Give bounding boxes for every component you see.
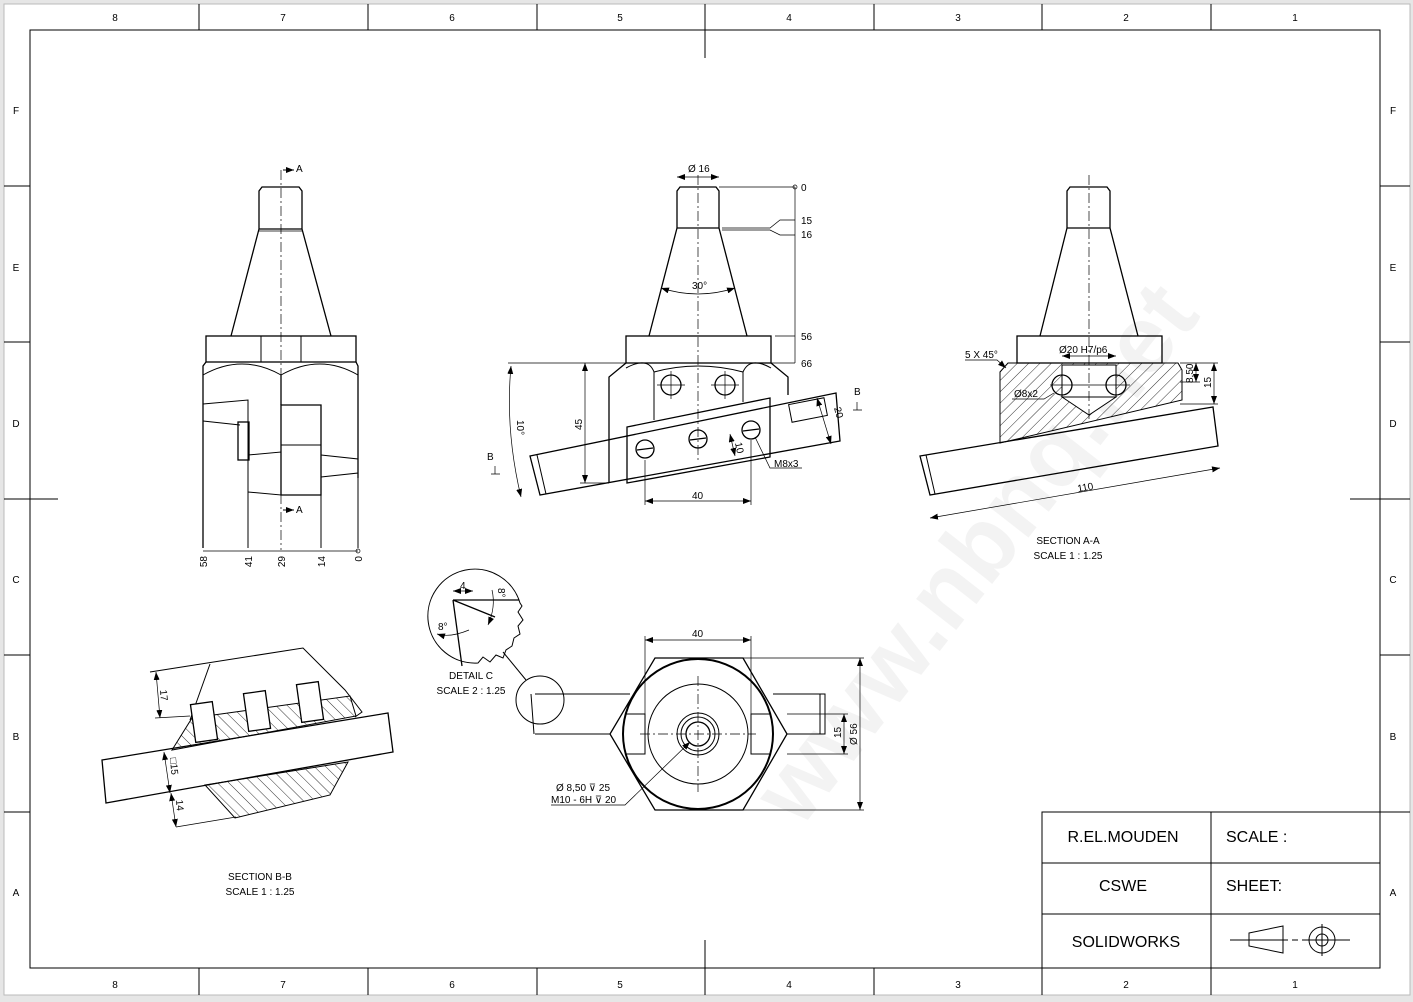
dim-height-45: 45 bbox=[574, 418, 585, 430]
dim-taper-angle: 30° bbox=[692, 281, 707, 292]
dim-17: 17 bbox=[157, 689, 169, 701]
dim-ord-56: 56 bbox=[801, 332, 813, 343]
dim-14: 14 bbox=[173, 799, 185, 811]
chamfer-callout: 5 X 45° bbox=[965, 350, 998, 361]
front-view: A A 58 41 29 14 0 bbox=[199, 164, 365, 567]
dim-plate-20: 20 bbox=[831, 406, 845, 420]
scale-label: SCALE : bbox=[1226, 829, 1287, 846]
dim-square-15: □15 bbox=[167, 757, 179, 775]
row-label: E bbox=[13, 263, 20, 274]
dim-ord-0: 0 bbox=[801, 183, 807, 194]
sheet-outer-frame bbox=[3, 3, 1411, 996]
row-label: F bbox=[1390, 106, 1396, 117]
hole-callout-1: Ø 8,50 ⊽ 25 bbox=[556, 783, 610, 794]
dim-15: 15 bbox=[1203, 376, 1214, 388]
company-name: CSWE bbox=[1099, 878, 1147, 895]
col-label: 2 bbox=[1123, 980, 1129, 991]
detail-c: 4 8° 8° DETAIL C SCALE 2 : 1.25 bbox=[427, 568, 565, 725]
section-a-a-title: SECTION A-A bbox=[1036, 536, 1100, 547]
row-label: A bbox=[1390, 888, 1397, 899]
software-name: SOLIDWORKS bbox=[1072, 934, 1180, 951]
dim-diameter-56: Ø 56 bbox=[849, 723, 860, 745]
section-mark-b-right: B bbox=[854, 387, 861, 398]
detail-c-title: DETAIL C bbox=[449, 671, 493, 682]
dim-ord-16: 16 bbox=[801, 230, 813, 241]
col-label: 8 bbox=[112, 13, 118, 24]
col-label: 1 bbox=[1292, 980, 1298, 991]
row-label: F bbox=[13, 106, 19, 117]
dim-58: 58 bbox=[199, 556, 210, 568]
col-label: 7 bbox=[280, 980, 286, 991]
col-label: 2 bbox=[1123, 13, 1129, 24]
dim-top-40: 40 bbox=[692, 629, 704, 640]
col-label: 4 bbox=[786, 980, 792, 991]
dim-41: 41 bbox=[244, 556, 255, 568]
zone-dividers bbox=[4, 4, 1410, 995]
row-label: D bbox=[1389, 419, 1396, 430]
zone-labels: 8 7 6 5 4 3 2 1 8 7 6 5 4 3 2 1 F E D C … bbox=[12, 13, 1396, 991]
col-label: 3 bbox=[955, 980, 961, 991]
col-label: 6 bbox=[449, 13, 455, 24]
row-label: C bbox=[1389, 575, 1396, 586]
section-a-a-scale: SCALE 1 : 1.25 bbox=[1034, 551, 1103, 562]
row-label: B bbox=[13, 732, 20, 743]
row-label: D bbox=[12, 419, 19, 430]
col-label: 3 bbox=[955, 13, 961, 24]
dim-29: 29 bbox=[277, 556, 288, 568]
section-a-a: 110 5 X 45° Ø20 H7/p6 Ø8x2 8,50 15 SECTI… bbox=[919, 175, 1221, 562]
row-label: E bbox=[1390, 263, 1397, 274]
section-mark-a-bottom: A bbox=[296, 505, 303, 516]
col-label: 4 bbox=[786, 13, 792, 24]
section-mark-a-top: A bbox=[296, 164, 303, 175]
section-b-b-title: SECTION B-B bbox=[228, 872, 292, 883]
top-view: 40 15 Ø 56 Ø 8,50 ⊽ 25 M10 - 6H ⊽ 20 bbox=[530, 629, 864, 811]
title-block: R.EL.MOUDEN CSWE SOLIDWORKS SCALE : SHEE… bbox=[1041, 811, 1381, 969]
dim-slot-15: 15 bbox=[833, 726, 844, 738]
col-label: 1 bbox=[1292, 13, 1298, 24]
dim-hole-10: 10 bbox=[732, 441, 745, 455]
detail-angle-8-left: 8° bbox=[438, 622, 448, 633]
dim-length-110: 110 bbox=[1077, 481, 1095, 495]
dim-14: 14 bbox=[317, 556, 328, 568]
first-angle-projection-icon bbox=[1230, 924, 1350, 956]
col-label: 7 bbox=[280, 13, 286, 24]
col-label: 6 bbox=[449, 980, 455, 991]
dim-ord-66: 66 bbox=[801, 359, 813, 370]
row-label: B bbox=[1390, 732, 1397, 743]
detail-angle-8-right: 8° bbox=[495, 588, 506, 598]
col-label: 5 bbox=[617, 980, 623, 991]
dim-0: 0 bbox=[354, 556, 365, 562]
bore-callout: Ø20 H7/p6 bbox=[1059, 345, 1108, 356]
row-label: A bbox=[13, 888, 20, 899]
detail-c-scale: SCALE 2 : 1.25 bbox=[437, 686, 506, 697]
thread-callout: M8x3 bbox=[774, 459, 799, 470]
col-label: 8 bbox=[112, 980, 118, 991]
section-b-b: 17 □15 14 SECTION B-B SCALE 1 : 1.25 bbox=[101, 647, 394, 898]
section-b-b-scale: SCALE 1 : 1.25 bbox=[226, 887, 295, 898]
dim-8-50: 8,50 bbox=[1185, 363, 1196, 383]
dim-ord-15: 15 bbox=[801, 216, 813, 227]
detail-dim-4: 4 bbox=[460, 581, 466, 592]
col-label: 5 bbox=[617, 13, 623, 24]
side-view: Ø 16 0 15 16 56 66 30° 10° 45 20 10 40 M… bbox=[487, 164, 862, 505]
dim-tilt-angle: 10° bbox=[514, 420, 525, 435]
hole-callout-2: M10 - 6H ⊽ 20 bbox=[551, 795, 617, 806]
dim-hole-spacing: 40 bbox=[692, 491, 704, 502]
sheet-label: SHEET: bbox=[1226, 878, 1282, 895]
author-name: R.EL.MOUDEN bbox=[1067, 829, 1178, 846]
section-mark-b-left: B bbox=[487, 452, 494, 463]
row-label: C bbox=[12, 575, 19, 586]
pin-hole-callout: Ø8x2 bbox=[1014, 389, 1038, 400]
dim-shank-diameter: Ø 16 bbox=[688, 164, 710, 175]
